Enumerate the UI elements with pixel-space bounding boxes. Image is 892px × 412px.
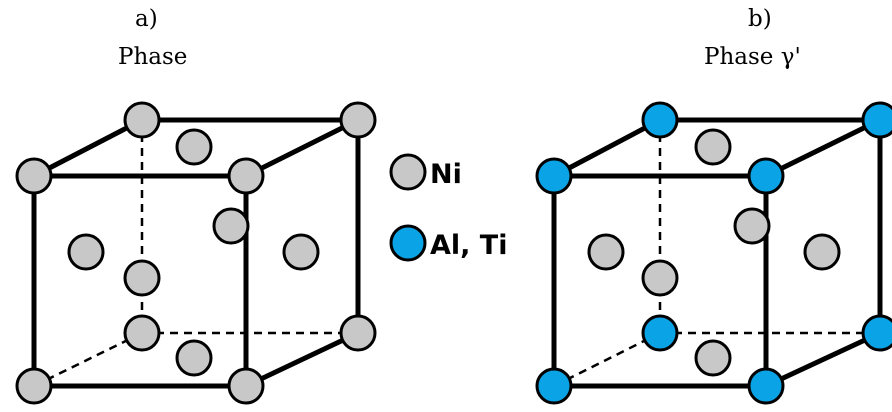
atom-ni [694,128,732,166]
atom-ni [175,128,213,166]
atom-ni [227,157,265,195]
atom-al-ti [747,157,785,195]
panel-a-letter: a) [135,6,158,32]
panel-a-title: Phase [118,44,188,70]
atom-ni [15,157,53,195]
legend-alti-label: Al, Ti [430,230,507,261]
atom-al-ti [535,157,573,195]
atom-ni [587,233,625,271]
atom-ni [733,207,771,245]
atom-ni [641,259,679,297]
atom-ni [694,339,732,377]
atom-ni [282,233,320,271]
panel-a-unit-cell [15,101,377,405]
atom-al-ti [861,101,892,139]
atom-ni [67,233,105,271]
atom-ni [339,314,377,352]
legend-alti-swatch [389,224,427,262]
atom-ni [123,101,161,139]
atom-ni [123,259,161,297]
atom-ni [15,367,53,405]
atom-al-ti [641,314,679,352]
atom-al-ti [535,367,573,405]
panel-b-title: Phase γ' [704,44,801,70]
atom-ni [123,314,161,352]
atom-ni [175,339,213,377]
atom-ni [212,207,250,245]
legend: Ni Al, Ti [389,153,507,262]
atom-ni [803,233,841,271]
atom-ni [339,101,377,139]
panel-b-letter: b) [748,6,772,32]
panel-b-unit-cell [535,101,892,405]
atom-ni [227,367,265,405]
atom-al-ti [747,367,785,405]
atom-al-ti [861,314,892,352]
legend-ni-swatch [389,153,427,191]
atom-al-ti [641,101,679,139]
legend-ni-label: Ni [430,159,462,190]
